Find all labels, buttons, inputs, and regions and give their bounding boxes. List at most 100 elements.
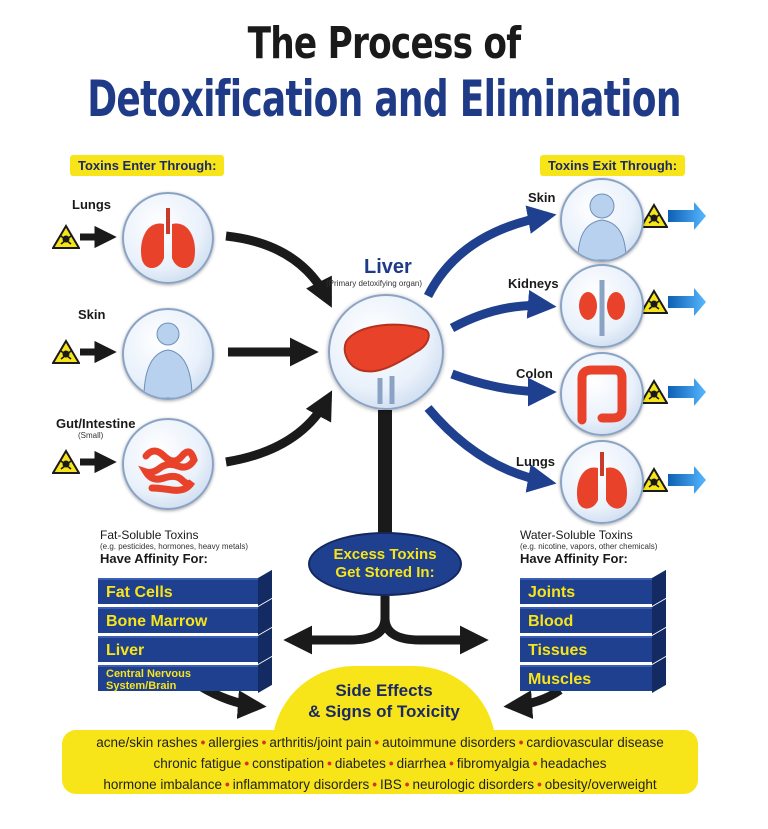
- bullet-separator: •: [518, 735, 524, 750]
- arrow-liver-to-kidneys: [449, 289, 557, 332]
- exit-arrow-kidneys: [668, 288, 706, 316]
- title-line-1: The Process of: [247, 18, 522, 69]
- stem-liver-to-stored: [378, 410, 392, 534]
- arrow-stored-to-water: [380, 617, 489, 655]
- water-block-joints: Joints: [520, 578, 652, 604]
- liver-icon: [343, 323, 430, 404]
- water-block-muscles: Muscles: [520, 665, 652, 691]
- stored-line-2: Get Stored In:: [335, 564, 435, 581]
- exit-label-colon: Colon: [516, 366, 553, 381]
- gut-intestine-image: [122, 418, 214, 510]
- side-effect-item: chronic fatigue: [153, 756, 242, 771]
- water-soluble-affinity: Have Affinity For:: [520, 551, 628, 566]
- bullet-separator: •: [200, 735, 206, 750]
- hazard-icon: [52, 339, 80, 364]
- title-line-2: Detoxification and Elimination: [87, 70, 681, 128]
- side-effect-item: IBS: [379, 777, 402, 792]
- liver-organ-image: [328, 294, 444, 410]
- enter-label-gut: Gut/Intestine: [56, 416, 136, 431]
- side-effect-item: neurologic disorders: [412, 777, 535, 792]
- bullet-separator: •: [388, 756, 394, 771]
- side-effect-item: headaches: [540, 756, 607, 771]
- arrow-liver-to-skin: [423, 205, 557, 299]
- side-effect-item: cardiovascular disease: [526, 735, 664, 750]
- effects-row: chronic fatigue•constipation•diabetes•di…: [62, 753, 698, 774]
- kidneys-icon: [579, 280, 625, 336]
- liver-label: Liver: [364, 256, 412, 278]
- fat-block-liver: Liver: [98, 636, 258, 662]
- exit-kidneys-image: [560, 264, 644, 348]
- bullet-separator: •: [449, 756, 454, 771]
- bullet-separator: •: [532, 756, 538, 771]
- side-effects-line-2: & Signs of Toxicity: [308, 702, 460, 721]
- colon-icon: [577, 365, 627, 425]
- side-effect-item: diarrhea: [396, 756, 447, 771]
- enter-heading: Toxins Enter Through:: [70, 155, 225, 176]
- exit-label-kidneys: Kidneys: [508, 276, 559, 291]
- side-effects-list: acne/skin rashes•allergies•arthritis/joi…: [62, 730, 698, 794]
- arrow-gut-to-liver: [225, 390, 333, 467]
- side-effect-item: constipation: [252, 756, 325, 771]
- fat-block-cns: Central Nervous System/Brain: [98, 665, 258, 692]
- liver-sub: (Primary detoxifying organ): [326, 279, 423, 288]
- exit-colon-image: [560, 352, 644, 436]
- arrow-stored-to-fat: [283, 596, 390, 655]
- arrow-liver-to-lungs: [424, 405, 557, 493]
- hazard-icon: [52, 224, 80, 249]
- bullet-separator: •: [224, 777, 230, 792]
- lungs-icon: [576, 452, 628, 509]
- hazard-icon: [640, 203, 668, 228]
- enter-label-lungs: Lungs: [72, 197, 111, 212]
- fat-block-fat-cells: Fat Cells: [98, 578, 258, 604]
- stored-oval: Excess Toxins Get Stored In:: [308, 532, 462, 596]
- bullet-separator: •: [374, 735, 380, 750]
- intestine-icon: [138, 447, 198, 494]
- bullet-separator: •: [244, 756, 250, 771]
- effects-row: hormone imbalance•inflammatory disorders…: [62, 774, 698, 795]
- bullet-separator: •: [537, 777, 542, 792]
- exit-lungs-image: [560, 440, 644, 524]
- side-effect-item: hormone imbalance: [103, 777, 222, 792]
- fat-block-cns-line-2: System/Brain: [106, 680, 177, 692]
- water-soluble-example: (e.g. nicotine, vapors, other chemicals): [520, 542, 658, 551]
- fat-soluble-example: (e.g. pesticides, hormones, heavy metals…: [100, 542, 249, 551]
- arrow-liver-to-colon: [450, 369, 557, 407]
- exit-arrow-colon: [668, 378, 706, 406]
- water-block-blood: Blood: [520, 607, 652, 633]
- exit-skin-image: [560, 178, 644, 262]
- fat-soluble-affinity: Have Affinity For:: [100, 551, 208, 566]
- body-icon: [143, 322, 193, 398]
- exit-arrow-lungs: [668, 466, 706, 494]
- lungs-organ-image: [122, 192, 214, 284]
- bullet-separator: •: [404, 777, 410, 792]
- side-effect-item: obesity/overweight: [544, 777, 657, 792]
- side-effects-line-1: Side Effects: [335, 681, 433, 700]
- exit-label-lungs: Lungs: [516, 454, 555, 469]
- fat-soluble-stack: Fat Cells Bone Marrow Liver Central Nerv…: [98, 578, 258, 694]
- fat-block-bone-marrow: Bone Marrow: [98, 607, 258, 633]
- effects-row: acne/skin rashes•allergies•arthritis/joi…: [62, 732, 698, 753]
- side-effect-item: inflammatory disorders: [232, 777, 370, 792]
- side-effect-item: allergies: [208, 735, 259, 750]
- hazard-icon: [640, 379, 668, 404]
- body-icon: [577, 193, 627, 260]
- water-block-tissues: Tissues: [520, 636, 652, 662]
- enter-sub-gut: (Small): [78, 431, 104, 440]
- arrow-lungs-to-liver: [225, 231, 333, 308]
- skin-body-image: [122, 308, 214, 400]
- exit-label-skin: Skin: [528, 190, 556, 205]
- lungs-icon: [140, 208, 196, 269]
- exit-arrow-skin: [668, 202, 706, 230]
- side-effect-item: fibromyalgia: [456, 756, 530, 771]
- fat-block-cns-line-1: Central Nervous: [106, 668, 191, 680]
- side-effect-item: autoimmune disorders: [382, 735, 516, 750]
- side-effect-item: diabetes: [334, 756, 386, 771]
- hazard-icon: [52, 449, 80, 474]
- side-effect-item: acne/skin rashes: [96, 735, 198, 750]
- bullet-separator: •: [261, 735, 267, 750]
- hazard-icon: [640, 467, 668, 492]
- water-soluble-title: Water-Soluble Toxins: [520, 528, 633, 542]
- fat-soluble-caption: Fat-Soluble Toxins (e.g. pesticides, hor…: [100, 528, 248, 566]
- bullet-separator: •: [372, 777, 377, 792]
